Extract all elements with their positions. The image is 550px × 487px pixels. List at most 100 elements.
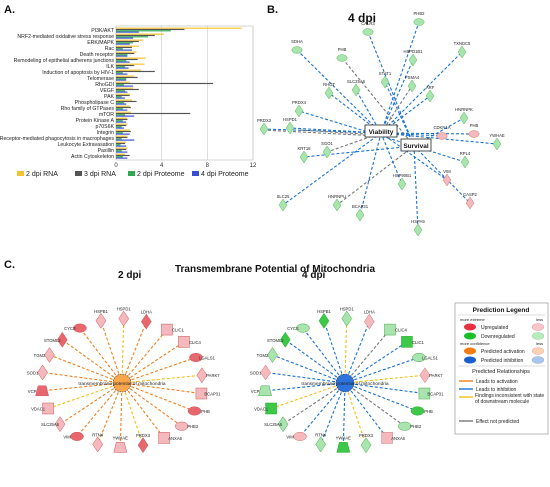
bar [116,108,123,110]
hub-label: transmembrane potential of mitochondria [78,381,166,387]
bar [116,109,128,111]
legend-label-rna3: 3 dpi RNA [84,171,116,178]
node-label: BCAP31 [427,392,444,397]
network-edge [380,132,403,185]
node-label: YWHAE [489,133,505,138]
legend-more-confidence: more confidence [460,341,490,346]
network-edge [384,81,415,147]
node-shape [95,312,107,329]
node-label: CLIC1 [412,340,425,345]
node-label: YWHAE [113,435,129,440]
node-shape [291,46,303,54]
hub-label: transmembrane potential of mitochondria [301,381,389,387]
bar [116,120,123,122]
node-label: HSPD1 [340,307,355,312]
bar [116,55,128,57]
network-edge [121,356,197,384]
bar [116,144,121,146]
bar [116,69,142,71]
network-edge [344,382,418,412]
legend-swatch-rna2 [17,171,24,176]
bar [116,34,155,37]
node-shape [408,53,418,67]
network-edge [344,382,388,439]
bar [116,145,127,147]
panel-c-letter: C. [4,259,15,271]
bar [116,112,191,115]
bar [116,67,129,69]
node-label: SGO1 [321,141,333,146]
hub-survival-label: Survival [403,143,428,150]
bar [116,157,128,159]
legend-label-prot2: 2 dpi Proteome [137,171,185,178]
bar [116,27,242,29]
legend-predicted-inhibition: Predicted inhibition [481,358,523,364]
bar [116,151,128,153]
legend-swatch-rna3 [75,171,82,176]
node-label: ARF [426,85,435,90]
node-label: VDAC1 [254,407,269,412]
network-edge [100,320,123,384]
bar [116,139,135,141]
network-edge [298,110,415,147]
network-edge [336,145,415,206]
node-label: CLIC4 [189,340,202,345]
network-edge [413,145,471,204]
node-shape [336,54,348,62]
node-label: CDKN1A [434,125,451,130]
bar [116,49,132,51]
bar [116,135,128,137]
node-label: PRDX3 [257,118,272,123]
bar [116,58,138,61]
category-label: Induction of apoptosis by HIV-1 [42,70,114,76]
node-shape [412,352,426,362]
bar [116,105,130,107]
network-edge [284,339,346,384]
network-edge [79,327,123,384]
node-shape [174,421,189,431]
node-label: TXNDC5 [454,41,471,46]
network-edge [59,382,123,425]
node-shape [54,416,66,433]
node-shape [161,323,173,336]
network-edge [121,318,125,384]
network-edge [413,145,466,163]
network-edge [272,354,346,384]
node-shape [442,173,452,187]
bar [116,81,130,83]
network-edge [296,49,382,134]
node-label: HSPB1 [94,309,108,314]
network-edge [413,117,465,147]
inhibition-swatch [464,356,476,364]
network-edge [61,339,123,384]
node-label: SLC25 [277,194,290,199]
node-shape [37,364,48,381]
node-label: LGALS1 [199,355,216,360]
bar [116,85,134,87]
panel-c-left-title: 2 dpi [118,270,142,281]
node-label: PRDX3 [136,433,151,438]
network-edge [121,374,202,384]
node-shape [397,421,412,431]
bar [116,97,126,99]
bar [116,147,128,149]
node-label: CALR3 [361,21,375,26]
node-shape [322,145,332,159]
legend-rel-inconsistent: Findings inconsistent with state of down… [475,393,545,405]
network-edge [121,329,168,384]
chart-legend: 2 dpi RNA 3 dpi RNA 2 dpi Proteome 4 dpi… [17,171,249,178]
node-label: SLC25A6 [264,422,283,427]
network-edge [121,382,195,412]
category-label: ILK [106,64,114,70]
bar [116,138,122,140]
node-shape [299,150,309,164]
node-label: HSPD1B1 [403,49,423,54]
bar [116,64,135,67]
node-label: BCAP31 [352,204,369,209]
bar [116,30,171,32]
bar [116,42,134,44]
node-label: YWHAE [336,435,352,440]
category-label: Protein Kinase A [76,118,115,124]
bar [116,84,124,86]
